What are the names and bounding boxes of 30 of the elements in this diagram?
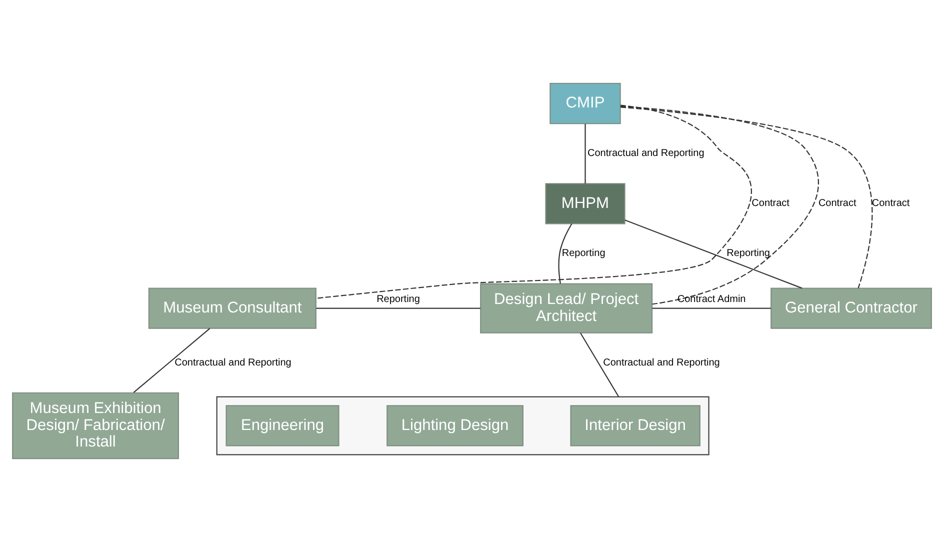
edge-label: Reporting — [376, 293, 420, 304]
node-box: MHPM — [545, 182, 626, 224]
edge-label: Contract — [872, 198, 910, 209]
connector — [316, 307, 480, 308]
connector — [584, 123, 586, 184]
edge-label: Contract — [818, 198, 856, 209]
edge-label: Contractual and Reporting — [603, 356, 720, 368]
node-box: General Contractor — [770, 287, 932, 328]
edge-label: Contract Admin — [677, 293, 746, 304]
connector — [652, 307, 771, 308]
cluster — [216, 396, 710, 455]
node-box: Museum Exhibition Design/ Fabrication/ Install — [12, 392, 179, 459]
connector — [316, 104, 752, 298]
edge-label: Contractual and Reporting — [588, 148, 704, 159]
node-box: CMIP — [550, 82, 621, 124]
connector — [624, 218, 802, 288]
connector — [133, 327, 210, 392]
edge-label: Contractual and Reporting — [174, 356, 292, 368]
node-box: Engineering — [226, 404, 340, 446]
connector — [558, 222, 572, 284]
node-box: Museum Consultant — [148, 287, 316, 328]
edge-label: Contract — [752, 198, 790, 209]
connector — [580, 332, 620, 397]
edge-label: Reporting — [726, 248, 770, 259]
node-box: Interior Design — [570, 404, 700, 446]
connector — [620, 106, 873, 288]
node-box: Design Lead/ Project Architect — [480, 282, 653, 333]
connector — [620, 105, 819, 304]
node-box: Lighting Design — [386, 404, 524, 446]
edge-label: Reporting — [562, 248, 606, 259]
